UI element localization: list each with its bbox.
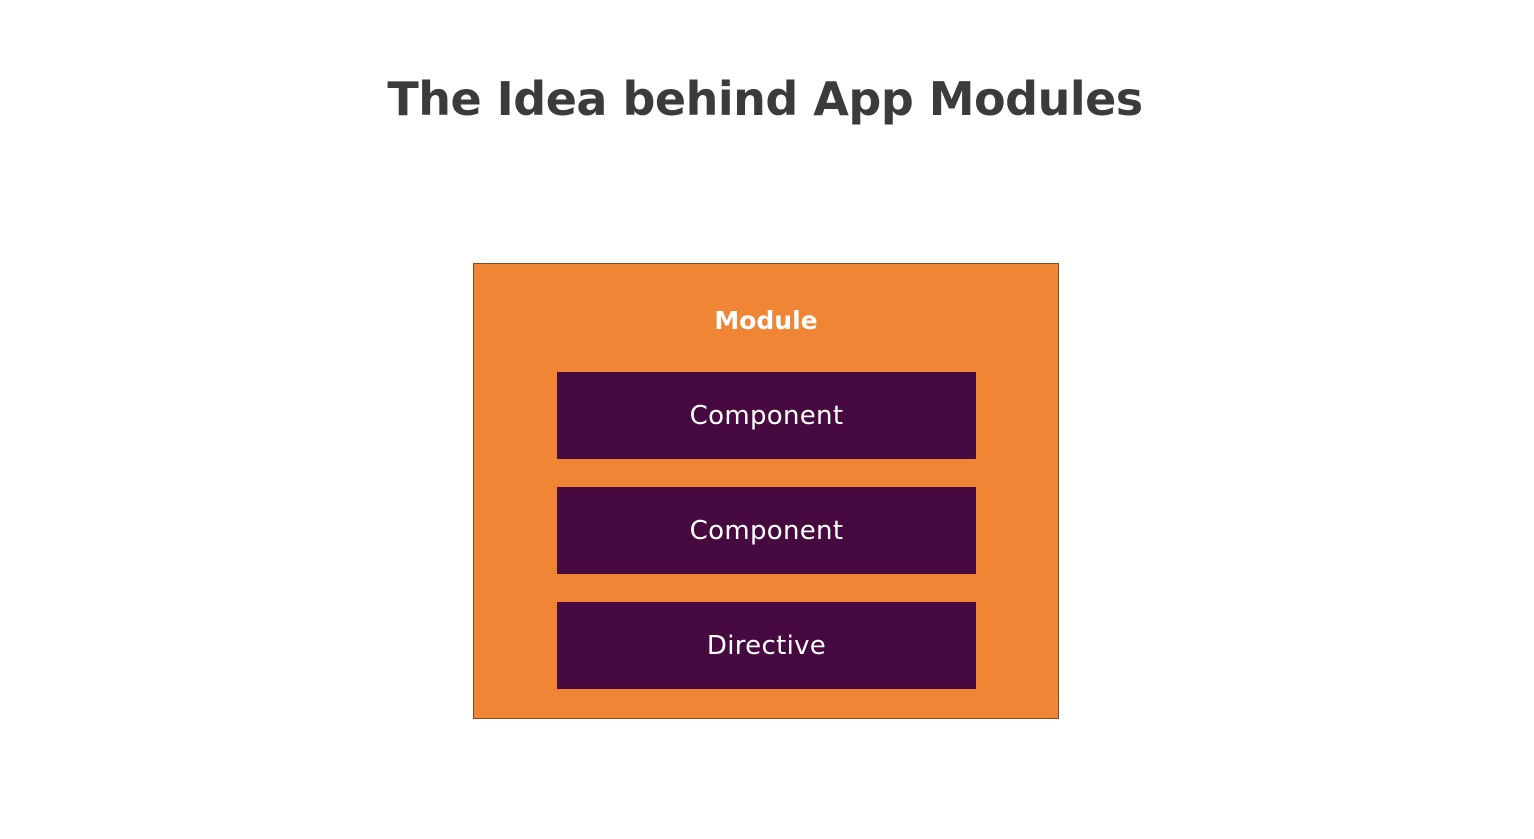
component-label: Component	[689, 400, 844, 431]
module-label: Module	[714, 306, 818, 335]
component-box: Component	[557, 372, 976, 459]
slide-title: The Idea behind App Modules	[387, 72, 1143, 126]
directive-label: Directive	[706, 630, 827, 661]
module-box: Module Component Component Directive	[473, 263, 1059, 719]
directive-box: Directive	[557, 602, 976, 689]
component-label: Component	[689, 515, 844, 546]
component-box: Component	[557, 487, 976, 574]
